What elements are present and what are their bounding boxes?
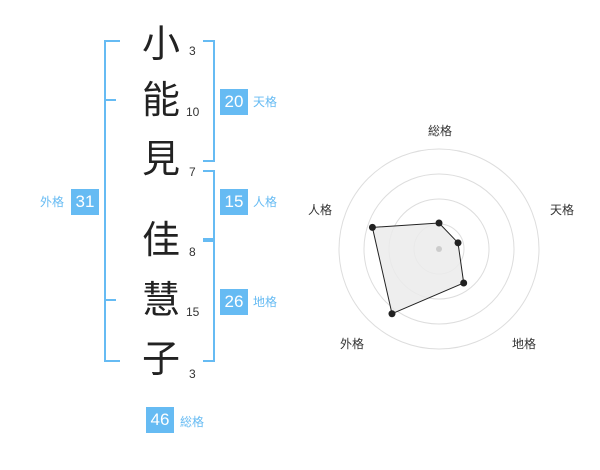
gaikaku-bracket: [104, 40, 120, 362]
tenkaku-value: 20: [220, 89, 248, 115]
stroke-count-3: 7: [189, 165, 196, 179]
radar-label-chikaku: 地格: [512, 337, 537, 351]
stroke-count-2: 10: [186, 105, 200, 119]
radar-label-tenkaku: 天格: [550, 203, 575, 217]
radar-label-jinkaku: 人格: [308, 203, 333, 217]
chikaku-bracket: [203, 240, 215, 362]
radar-point-5: [368, 223, 376, 231]
soukaku-label: 総格: [180, 415, 205, 429]
name-char-4: 佳: [141, 218, 180, 262]
radar-point-3: [460, 279, 468, 287]
tenkaku-bracket: [203, 40, 215, 162]
chikaku-label: 地格: [253, 295, 278, 309]
gaikaku-bracket-tick: [104, 99, 116, 101]
stroke-count-6: 3: [189, 367, 196, 381]
jinkaku-bracket: [203, 170, 215, 240]
gaikaku-bracket-tick: [104, 299, 116, 301]
jinkaku-label: 人格: [253, 195, 278, 209]
jinkaku-value: 15: [220, 189, 248, 215]
name-char-1: 小: [141, 22, 180, 66]
radar-point-2: [454, 239, 462, 247]
soukaku-value: 46: [146, 407, 174, 433]
tenkaku-label: 天格: [253, 95, 278, 109]
radar-center: [436, 246, 442, 252]
radar-point-4: [388, 310, 396, 318]
name-char-3: 見: [141, 137, 180, 181]
radar-label-gaikaku: 外格: [340, 337, 365, 351]
gaikaku-label: 外格: [40, 195, 65, 209]
radar-polygon: [371, 222, 465, 315]
name-char-6: 子: [141, 337, 180, 381]
radar-point-1: [435, 219, 443, 227]
stroke-count-4: 8: [189, 245, 196, 259]
chikaku-value: 26: [220, 289, 248, 315]
name-char-2: 能: [141, 78, 180, 122]
radar-label-soukaku: 総格: [428, 124, 453, 138]
name-char-5: 慧: [141, 278, 180, 322]
gaikaku-value: 31: [71, 189, 99, 215]
stroke-count-5: 15: [186, 305, 200, 319]
stroke-count-1: 3: [189, 44, 196, 58]
